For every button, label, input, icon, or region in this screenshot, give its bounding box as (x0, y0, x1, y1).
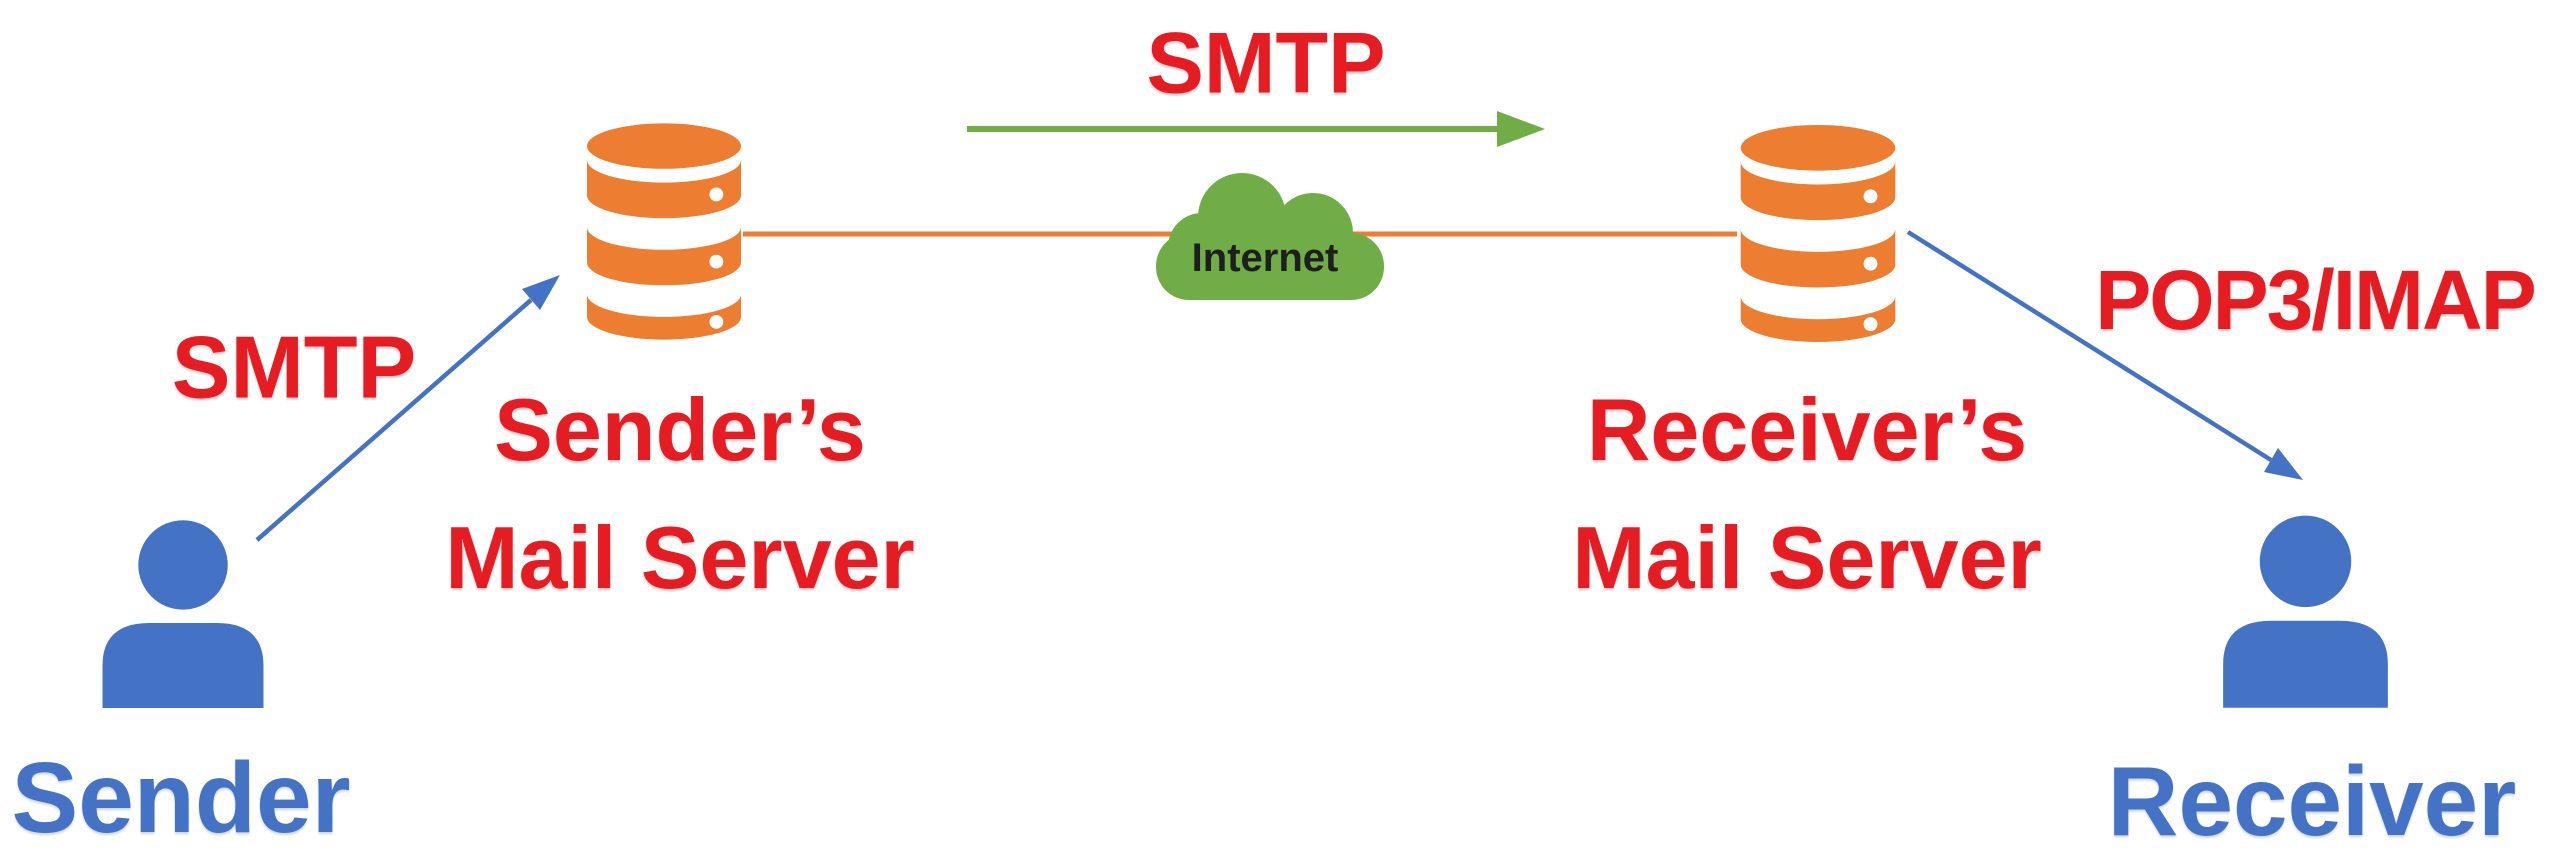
cloud-icon (1156, 173, 1384, 300)
arrowhead-icon (522, 275, 560, 310)
receiver-mail-server-line1: Receiver’s (1586, 380, 2028, 479)
sender-mail-server-label: Sender’s Mail Server (445, 366, 915, 622)
smtp-top-label: SMTP (1146, 15, 1386, 112)
database-icon (586, 123, 742, 340)
sender-mail-server-line2: Mail Server (445, 508, 915, 607)
smtp-server-arrow (967, 111, 1545, 147)
pop3-imap-label: POP3/IMAP (2095, 252, 2536, 347)
internet-label: Internet (1191, 236, 1339, 280)
arrowhead-icon (1497, 111, 1545, 147)
sender-label: Sender (11, 742, 351, 854)
pop3-imap-arrow (1906, 230, 2303, 480)
receiver-mail-server-line2: Mail Server (1572, 508, 2042, 607)
smtp-sender-label: SMTP (171, 317, 417, 417)
receiver-label: Receiver (2107, 746, 2517, 857)
database-icon (1740, 124, 1896, 342)
arrowhead-icon (2264, 448, 2303, 480)
receiver-mail-server-label: Receiver’s Mail Server (1572, 366, 2042, 622)
person-icon (2223, 515, 2388, 708)
sender-mail-server-line1: Sender’s (494, 380, 866, 479)
smtp-sender-arrow (255, 275, 560, 542)
person-icon (102, 520, 264, 708)
